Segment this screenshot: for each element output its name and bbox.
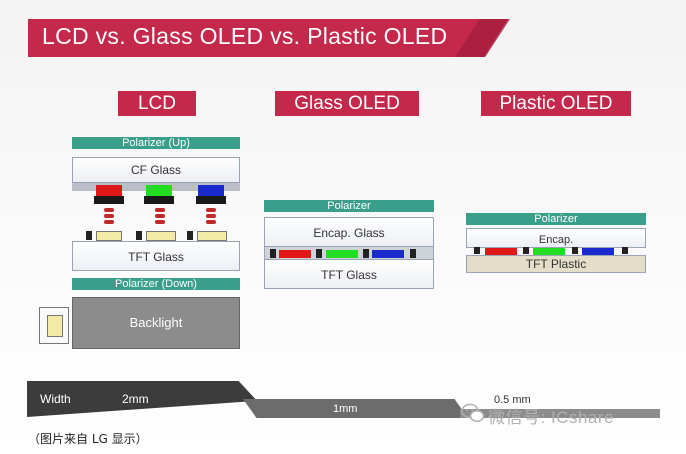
glass-oled-red-subpixel <box>279 250 311 258</box>
lcd-heading: LCD <box>118 91 196 116</box>
plastic-oled-green-subpixel <box>533 248 565 255</box>
lcd-black-matrix <box>196 196 226 204</box>
lcd-tft-pad <box>146 231 176 241</box>
width-plastic-oled-value: 0.5 mm <box>494 394 531 406</box>
glass-oled-tft-glass: TFT Glass <box>264 259 434 289</box>
liquid-crystal-icon <box>155 208 165 212</box>
plastic-oled-spacer <box>523 247 529 254</box>
liquid-crystal-icon <box>206 208 216 212</box>
glass-oled-spacer <box>316 249 322 258</box>
glass-oled-polarizer: Polarizer <box>264 200 434 212</box>
glass-oled-green-subpixel <box>326 250 358 258</box>
liquid-crystal-icon <box>155 214 165 218</box>
plastic-oled-spacer <box>572 247 578 254</box>
image-caption: （图片来自 LG 显示） <box>28 432 148 446</box>
glass-oled-spacer <box>363 249 369 258</box>
glass-oled-encap-glass: Encap. Glass <box>264 217 434 247</box>
liquid-crystal-icon <box>206 220 216 224</box>
lcd-black-matrix <box>94 196 124 204</box>
width-bar-plastic-oled <box>460 409 660 418</box>
glass-oled-heading: Glass OLED <box>275 91 419 116</box>
plastic-oled-blue-subpixel <box>582 248 614 255</box>
lcd-polarizer-up: Polarizer (Up) <box>72 137 240 149</box>
plastic-oled-red-subpixel <box>485 248 517 255</box>
banner-title: LCD vs. Glass OLED vs. Plastic OLED <box>42 23 448 49</box>
title-banner <box>28 19 508 57</box>
lcd-tft-glass: TFT Glass <box>72 241 240 271</box>
width-bar-glass-oled <box>243 399 468 418</box>
plastic-oled-encap: Encap. <box>466 228 646 248</box>
wechat-icon <box>461 402 485 424</box>
plastic-oled-heading: Plastic OLED <box>481 91 631 116</box>
glass-oled-blue-subpixel <box>372 250 404 258</box>
plastic-oled-polarizer: Polarizer <box>466 213 646 225</box>
lamp-bulb-icon <box>47 315 63 337</box>
watermark-text: 微信号: ICshare <box>488 408 614 427</box>
lcd-tft-pad <box>197 231 227 241</box>
liquid-crystal-icon <box>206 214 216 218</box>
lcd-spacer <box>86 231 92 240</box>
plastic-oled-tft-plastic: TFT Plastic <box>466 255 646 273</box>
liquid-crystal-icon <box>155 220 165 224</box>
liquid-crystal-icon <box>104 214 114 218</box>
lcd-backlight: Backlight <box>72 297 240 349</box>
width-glass-oled-value: 1mm <box>333 403 358 415</box>
lcd-black-matrix <box>144 196 174 204</box>
lcd-tft-pad <box>96 231 122 241</box>
liquid-crystal-icon <box>104 220 114 224</box>
liquid-crystal-icon <box>104 208 114 212</box>
lcd-polarizer-down: Polarizer (Down) <box>72 278 240 290</box>
lcd-cf-glass: CF Glass <box>72 157 240 183</box>
glass-oled-spacer <box>270 249 276 258</box>
width-label: Width <box>40 392 71 406</box>
plastic-oled-spacer <box>474 247 480 254</box>
lcd-spacer <box>136 231 142 240</box>
glass-oled-spacer <box>410 249 416 258</box>
plastic-oled-spacer <box>622 247 628 254</box>
lcd-spacer <box>187 231 193 240</box>
width-lcd-value: 2mm <box>122 392 149 406</box>
